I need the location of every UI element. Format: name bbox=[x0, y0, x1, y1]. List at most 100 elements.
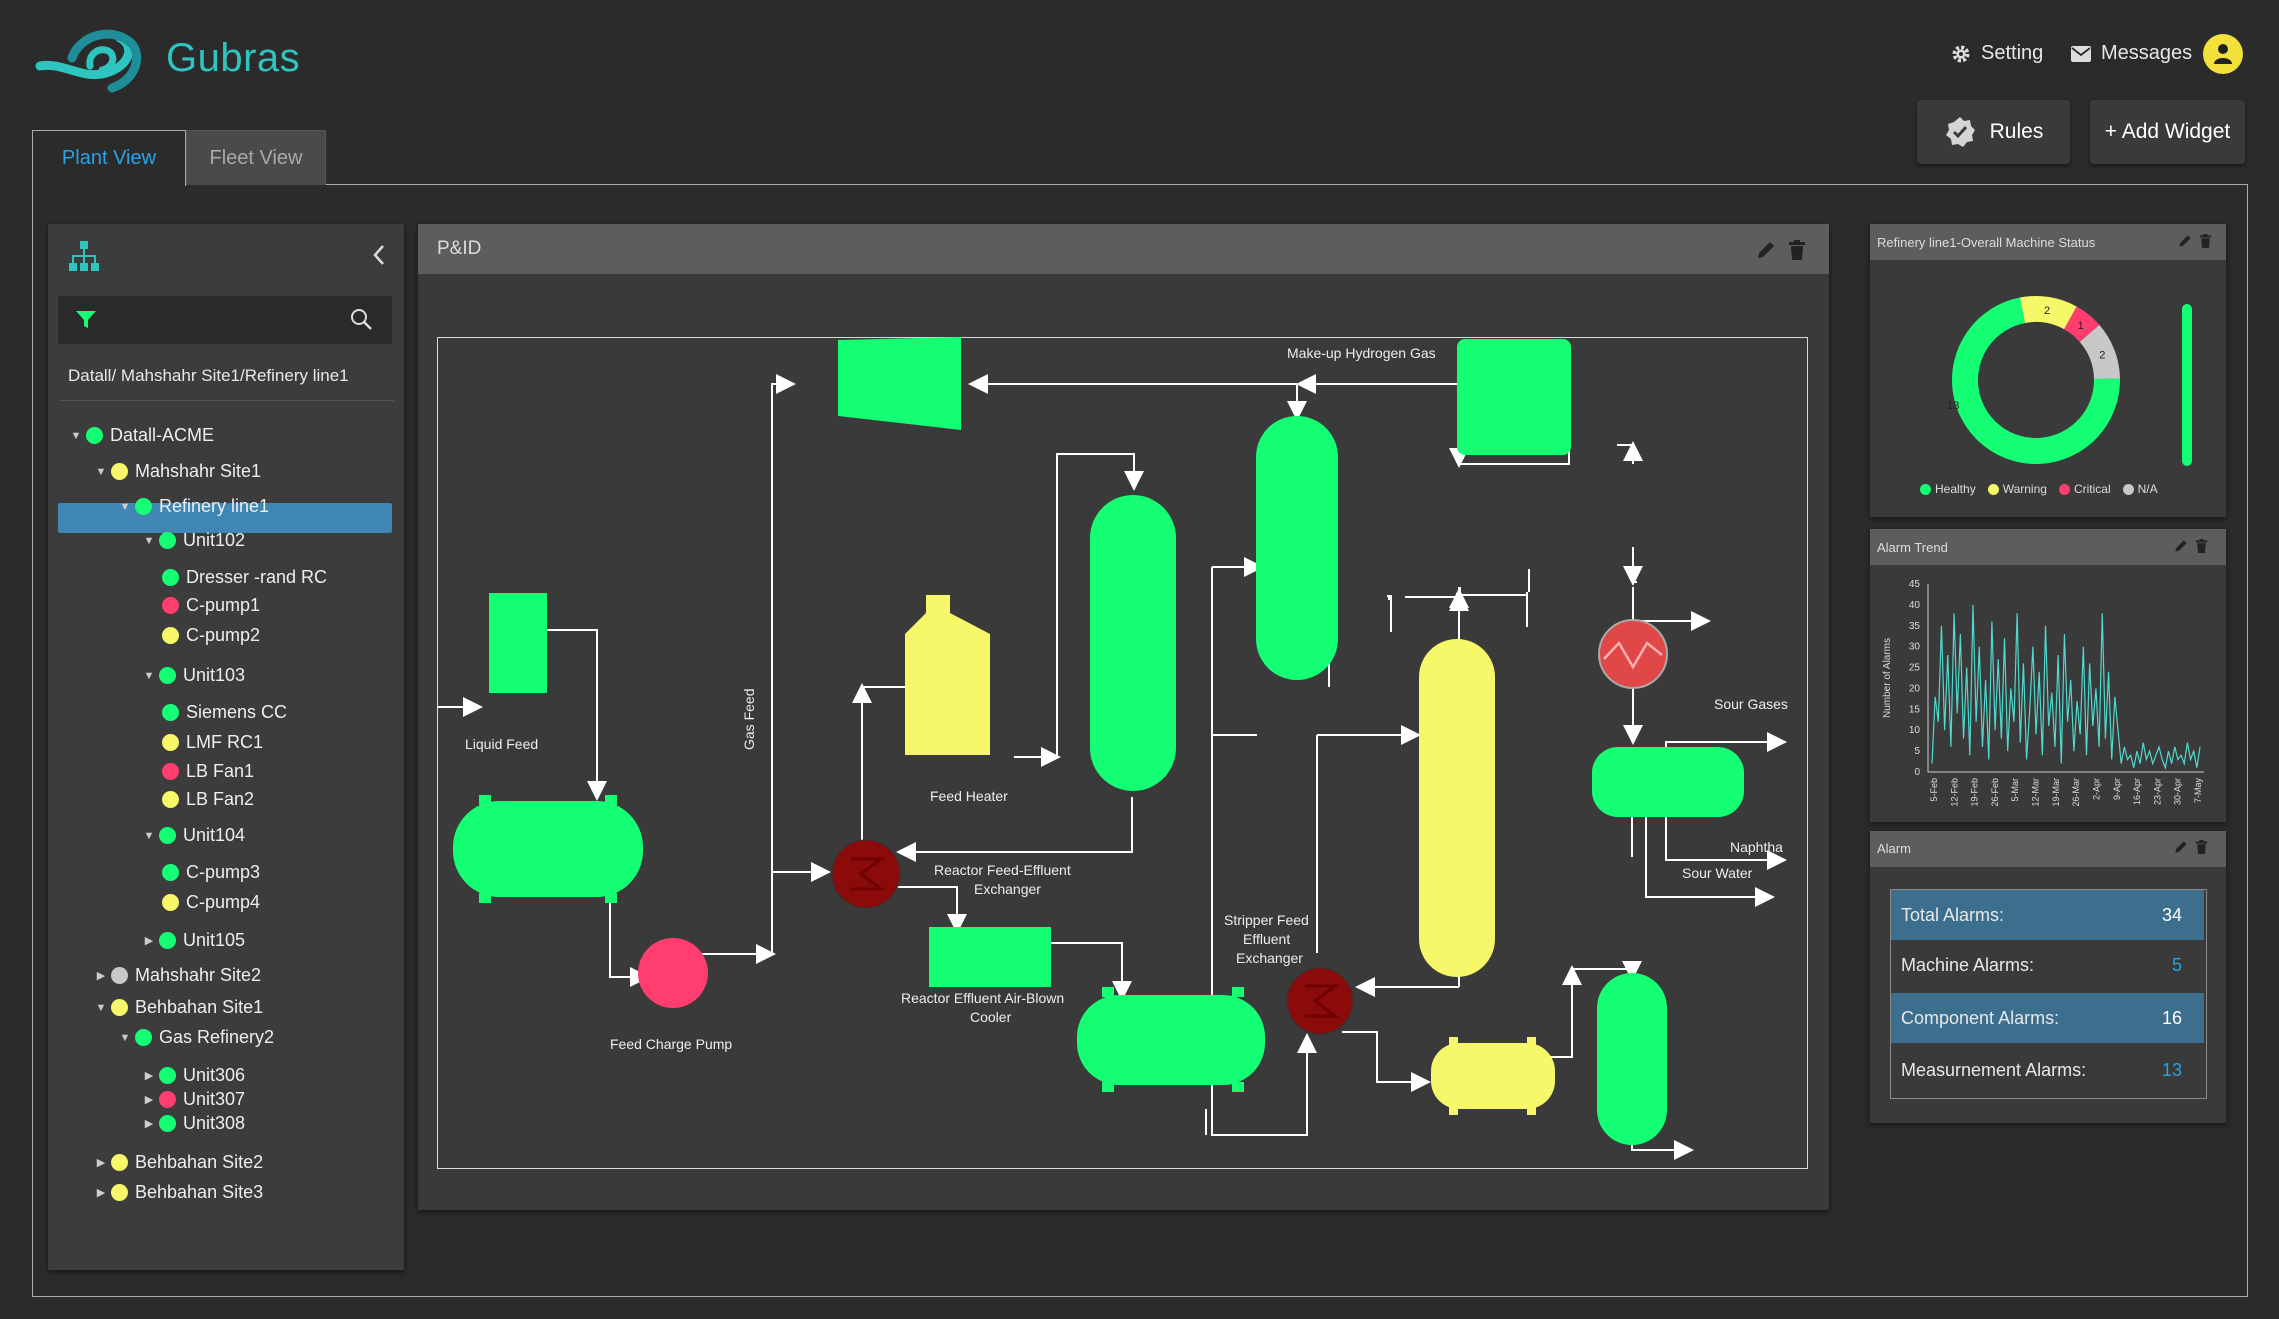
tab-plant-view[interactable]: Plant View bbox=[32, 130, 186, 186]
tree-node[interactable]: ▶Unit306 bbox=[141, 1065, 245, 1086]
tree-node-label: Unit307 bbox=[183, 1089, 246, 1109]
collapse-panel-icon[interactable] bbox=[372, 244, 386, 266]
status-dot-icon bbox=[159, 932, 176, 949]
alarm-trend-widget bbox=[1870, 529, 2226, 822]
tree-node[interactable]: C-pump4 bbox=[160, 892, 260, 913]
donut-slice-na bbox=[2079, 324, 2120, 380]
tree-node[interactable]: ▶Unit308 bbox=[141, 1113, 245, 1134]
caret-down-icon[interactable]: ▼ bbox=[70, 429, 82, 442]
makeup-h2-label: Make-up Hydrogen Gas bbox=[1287, 345, 1436, 361]
caret-down-icon[interactable]: ▼ bbox=[119, 1031, 131, 1044]
stripper-label-3: Exchanger bbox=[1236, 950, 1303, 966]
caret-right-icon[interactable]: ▶ bbox=[96, 1187, 106, 1199]
tree-node[interactable]: ▼Refinery line1 bbox=[117, 496, 270, 517]
caret-right-icon[interactable]: ▶ bbox=[96, 970, 106, 982]
caret-down-icon[interactable]: ▼ bbox=[95, 1001, 107, 1014]
delete-icon[interactable] bbox=[2195, 840, 2208, 854]
caret-right-icon[interactable]: ▶ bbox=[96, 1157, 106, 1169]
stripper-exchanger bbox=[1286, 967, 1354, 1035]
setting-label: Setting bbox=[1981, 42, 2044, 64]
measurement-alarms-row[interactable]: Measurnement Alarms: 13 bbox=[1891, 1045, 2204, 1095]
edit-icon[interactable] bbox=[2174, 840, 2188, 854]
alarm-trend-title: Alarm Trend bbox=[1877, 540, 1948, 555]
delete-icon[interactable] bbox=[1788, 240, 1806, 260]
edit-icon[interactable] bbox=[2174, 539, 2188, 553]
delete-icon[interactable] bbox=[2195, 539, 2208, 553]
feed-charge-pump-label: Feed Charge Pump bbox=[610, 1036, 732, 1052]
legend-item: N/A bbox=[2122, 482, 2158, 496]
status-dot-icon bbox=[162, 894, 179, 911]
machine-status-header bbox=[1870, 224, 2226, 260]
caret-down-icon[interactable]: ▼ bbox=[143, 534, 155, 547]
tree-node[interactable]: ▶Behbahan Site3 bbox=[93, 1182, 263, 1203]
feed-charge-pump bbox=[638, 938, 708, 1008]
tree-node[interactable]: ▼Unit103 bbox=[141, 665, 246, 686]
add-widget-button[interactable]: + Add Widget bbox=[2090, 100, 2245, 164]
status-dot-icon bbox=[111, 1184, 128, 1201]
setting-link[interactable]: Setting bbox=[1951, 42, 2043, 65]
legend-dot-icon bbox=[1920, 483, 1931, 495]
status-dot-icon bbox=[162, 864, 179, 881]
tree-node-label: Dresser -rand RC bbox=[186, 567, 328, 587]
donut-slice-warning bbox=[2019, 296, 2077, 330]
gubras-logo-icon bbox=[35, 29, 142, 93]
tree-node[interactable]: Dresser -rand RC bbox=[160, 567, 327, 588]
messages-link[interactable]: Messages bbox=[2071, 42, 2192, 65]
product-column bbox=[1597, 973, 1667, 1145]
legend-dot-icon bbox=[2058, 483, 2070, 495]
add-widget-label: + Add Widget bbox=[2104, 120, 2231, 143]
tree-node[interactable]: ▶Unit105 bbox=[141, 930, 245, 951]
tree-node[interactable]: ▼Mahshahr Site1 bbox=[93, 461, 262, 482]
caret-right-icon[interactable]: ▶ bbox=[144, 1094, 154, 1106]
caret-down-icon[interactable]: ▼ bbox=[119, 500, 131, 513]
tree-node[interactable]: ▼Gas Refinery2 bbox=[117, 1027, 275, 1048]
tree-node[interactable]: C-pump3 bbox=[160, 862, 260, 883]
tree-node[interactable]: C-pump2 bbox=[160, 625, 260, 646]
machine-alarms-row[interactable]: Machine Alarms: 5 bbox=[1891, 940, 2204, 990]
rules-button[interactable]: Rules bbox=[1917, 100, 2070, 164]
caret-down-icon[interactable]: ▼ bbox=[143, 829, 155, 842]
tree-node[interactable]: ▶Mahshahr Site2 bbox=[93, 965, 261, 986]
divider bbox=[60, 400, 394, 401]
edit-icon[interactable] bbox=[1756, 240, 1776, 260]
caret-right-icon[interactable]: ▶ bbox=[144, 1070, 154, 1082]
tree-node[interactable]: C-pump1 bbox=[160, 595, 260, 616]
envelope-icon bbox=[2071, 45, 2091, 62]
tree-node-label: Siemens CC bbox=[186, 702, 288, 722]
tree-node[interactable]: Siemens CC bbox=[160, 702, 287, 723]
tab-fleet-view[interactable]: Fleet View bbox=[186, 130, 326, 185]
x-tick-label: 5-Mar bbox=[2010, 778, 2020, 802]
edit-icon[interactable] bbox=[2178, 234, 2192, 248]
tree-node[interactable]: ▶Behbahan Site2 bbox=[93, 1152, 263, 1173]
tree-node[interactable]: ▶ Unit307 bbox=[141, 1089, 245, 1110]
tree-node[interactable]: LMF RC1 bbox=[160, 732, 263, 753]
tree-filter-input[interactable] bbox=[104, 302, 338, 340]
status-dot-icon bbox=[159, 1091, 176, 1108]
delete-icon[interactable] bbox=[2199, 234, 2212, 248]
tree-node[interactable]: ▼Unit104 bbox=[141, 825, 246, 846]
component-alarms-row[interactable]: Component Alarms: 16 bbox=[1891, 993, 2204, 1043]
caret-down-icon[interactable]: ▼ bbox=[95, 465, 107, 478]
alarm-widget bbox=[1870, 831, 2226, 1123]
y-tick-label: 35 bbox=[1909, 621, 1921, 632]
hierarchy-icon[interactable] bbox=[68, 240, 100, 272]
verified-badge-icon bbox=[1945, 117, 1975, 147]
tree-node[interactable]: ▼Behbahan Site1 bbox=[93, 997, 264, 1018]
tree-node[interactable]: LB Fan2 bbox=[160, 789, 254, 810]
alarm-title: Alarm bbox=[1877, 841, 1911, 856]
search-icon[interactable] bbox=[350, 308, 372, 330]
gas-feed-label: Gas Feed bbox=[741, 689, 757, 750]
caret-down-icon[interactable]: ▼ bbox=[143, 669, 155, 682]
status-dot-icon bbox=[159, 667, 176, 684]
caret-right-icon[interactable]: ▶ bbox=[144, 935, 154, 947]
total-alarms-row[interactable]: Total Alarms: 34 bbox=[1891, 890, 2204, 940]
status-dot-icon bbox=[111, 463, 128, 480]
caret-right-icon[interactable]: ▶ bbox=[144, 1118, 154, 1130]
tree-node[interactable]: ▼Unit102 bbox=[141, 530, 246, 551]
user-avatar[interactable] bbox=[2203, 34, 2243, 74]
tree-node[interactable]: LB Fan1 bbox=[160, 761, 254, 782]
tree-node[interactable]: ▼Datall-ACME bbox=[68, 425, 214, 446]
filter-icon[interactable] bbox=[76, 311, 96, 329]
